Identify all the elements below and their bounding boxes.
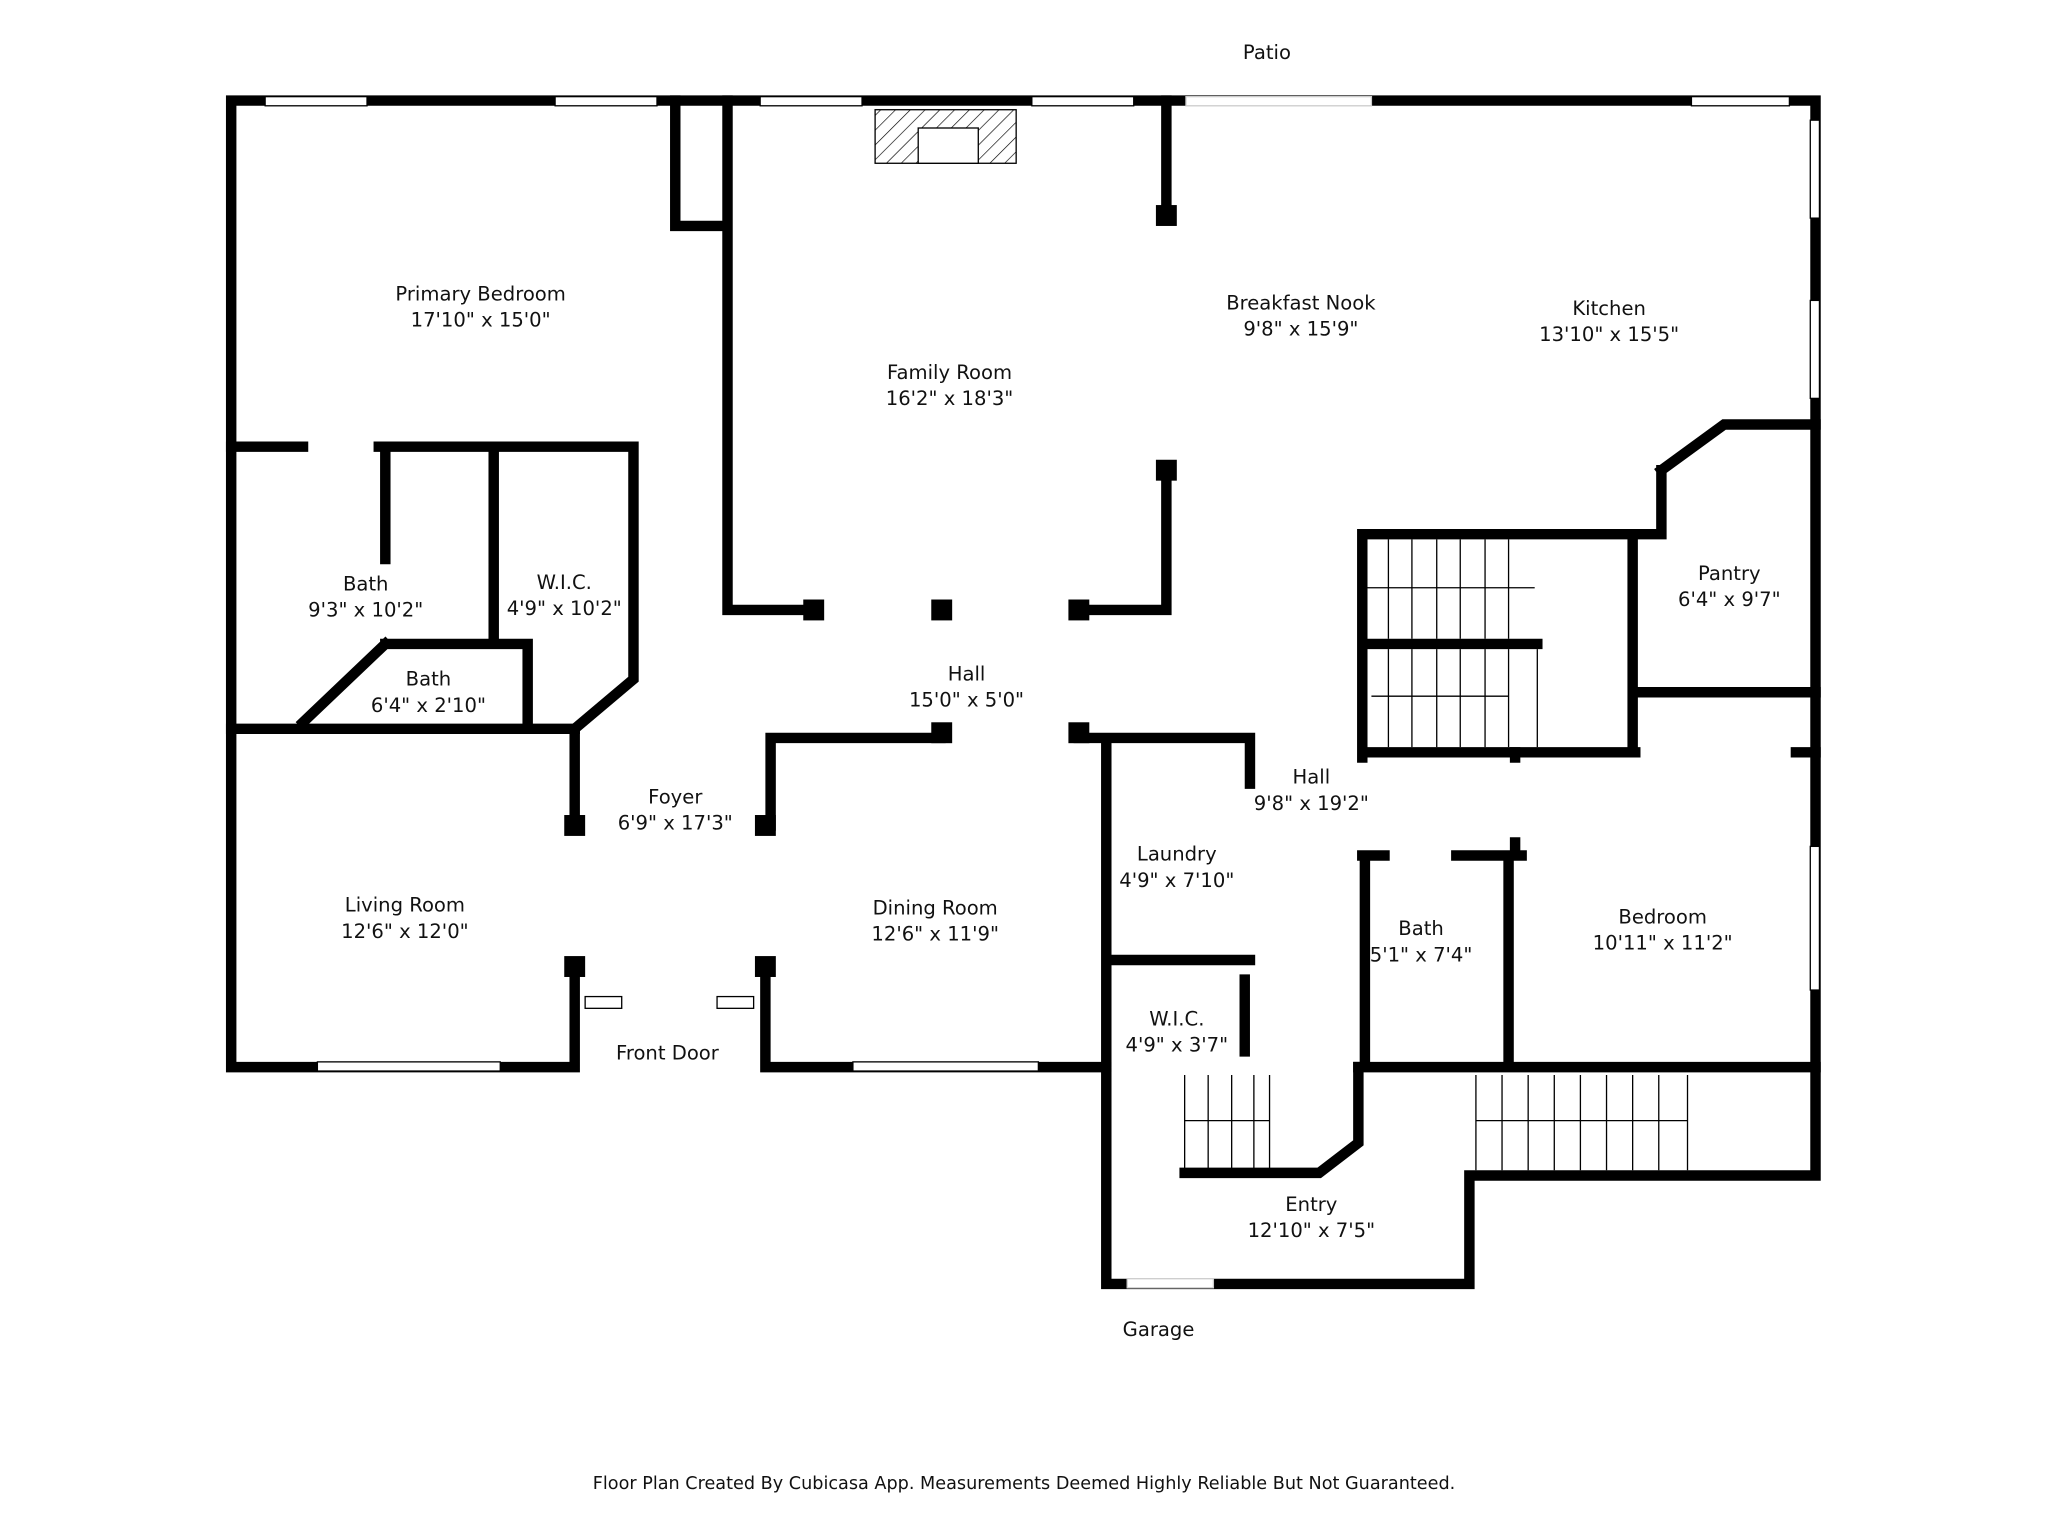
fireplace-icon: [874, 109, 1017, 164]
svg-text:15'0" x 5'0": 15'0" x 5'0": [909, 689, 1024, 712]
svg-text:4'9" x 10'2": 4'9" x 10'2": [507, 597, 622, 620]
svg-text:13'10" x 15'5": 13'10" x 15'5": [1539, 323, 1679, 346]
svg-text:Kitchen: Kitchen: [1572, 297, 1646, 320]
svg-text:Bath: Bath: [343, 572, 389, 595]
room-bath-east: Bath 5'1" x 7'4": [1370, 917, 1473, 966]
svg-text:Entry: Entry: [1285, 1193, 1337, 1216]
svg-text:6'9" x 17'3": 6'9" x 17'3": [618, 811, 733, 834]
room-foyer: Foyer 6'9" x 17'3": [618, 785, 733, 834]
room-bath-primary: Bath 9'3" x 10'2": [308, 572, 423, 621]
svg-text:Family Room: Family Room: [887, 361, 1012, 384]
room-wic-primary: W.I.C. 4'9" x 10'2": [507, 571, 622, 620]
svg-text:Laundry: Laundry: [1137, 843, 1217, 866]
svg-text:10'11" x 11'2": 10'11" x 11'2": [1593, 932, 1733, 955]
svg-text:W.I.C.: W.I.C.: [1149, 1007, 1204, 1030]
svg-text:Bath: Bath: [406, 668, 452, 691]
svg-text:W.I.C.: W.I.C.: [537, 571, 592, 594]
svg-text:Hall: Hall: [1293, 766, 1331, 789]
svg-text:12'6" x 12'0": 12'6" x 12'0": [341, 920, 469, 943]
svg-text:6'4" x 2'10": 6'4" x 2'10": [371, 694, 486, 717]
svg-text:4'9" x 7'10": 4'9" x 7'10": [1119, 869, 1234, 892]
svg-text:12'6" x 11'9": 12'6" x 11'9": [871, 922, 999, 945]
svg-text:16'2" x 18'3": 16'2" x 18'3": [886, 387, 1014, 410]
footer-disclaimer: Floor Plan Created By Cubicasa App. Meas…: [593, 1474, 1456, 1494]
svg-text:Foyer: Foyer: [648, 785, 703, 808]
room-bath-small: Bath 6'4" x 2'10": [371, 668, 486, 717]
svg-text:9'8" x 15'9": 9'8" x 15'9": [1243, 318, 1358, 341]
room-breakfast-nook: Breakfast Nook 9'8" x 15'9": [1226, 292, 1376, 341]
svg-text:Breakfast Nook: Breakfast Nook: [1226, 292, 1376, 315]
room-laundry: Laundry 4'9" x 7'10": [1119, 843, 1234, 892]
room-entry: Entry 12'10" x 7'5": [1248, 1193, 1376, 1242]
walls: [225, 95, 1821, 1290]
room-dining-room: Dining Room 12'6" x 11'9": [871, 896, 999, 945]
svg-text:5'1" x 7'4": 5'1" x 7'4": [1370, 943, 1473, 966]
svg-text:12'10" x 7'5": 12'10" x 7'5": [1248, 1219, 1376, 1242]
room-family-room: Family Room 16'2" x 18'3": [886, 361, 1014, 410]
svg-text:Bedroom: Bedroom: [1618, 905, 1707, 928]
svg-text:4'9" x 3'7": 4'9" x 3'7": [1125, 1033, 1228, 1056]
windows: [264, 95, 1821, 1289]
garage-label: Garage: [1123, 1318, 1195, 1341]
stairs: [1184, 539, 1689, 1171]
room-kitchen: Kitchen 13'10" x 15'5": [1539, 297, 1679, 346]
svg-text:9'3" x 10'2": 9'3" x 10'2": [308, 598, 423, 621]
patio-label: Patio: [1243, 41, 1291, 64]
svg-text:Dining Room: Dining Room: [873, 896, 998, 919]
front-door-label: Front Door: [616, 1041, 720, 1064]
room-bedroom: Bedroom 10'11" x 11'2": [1593, 905, 1733, 954]
posts: [564, 205, 1177, 977]
room-pantry: Pantry 6'4" x 9'7": [1678, 562, 1781, 611]
room-primary-bedroom: Primary Bedroom 17'10" x 15'0": [395, 282, 565, 331]
svg-text:Bath: Bath: [1398, 917, 1444, 940]
svg-text:Pantry: Pantry: [1698, 562, 1761, 585]
room-living-room: Living Room 12'6" x 12'0": [341, 894, 469, 943]
svg-text:Hall: Hall: [948, 662, 986, 685]
room-wic-east: W.I.C. 4'9" x 3'7": [1125, 1007, 1228, 1056]
svg-text:17'10" x 15'0": 17'10" x 15'0": [411, 309, 551, 332]
svg-text:6'4" x 9'7": 6'4" x 9'7": [1678, 588, 1781, 611]
room-hall-main: Hall 15'0" x 5'0": [909, 662, 1024, 711]
svg-text:9'8" x 19'2": 9'8" x 19'2": [1254, 792, 1369, 815]
room-hall-east: Hall 9'8" x 19'2": [1254, 766, 1369, 815]
svg-text:Living Room: Living Room: [345, 894, 465, 917]
svg-text:Primary Bedroom: Primary Bedroom: [395, 282, 565, 305]
